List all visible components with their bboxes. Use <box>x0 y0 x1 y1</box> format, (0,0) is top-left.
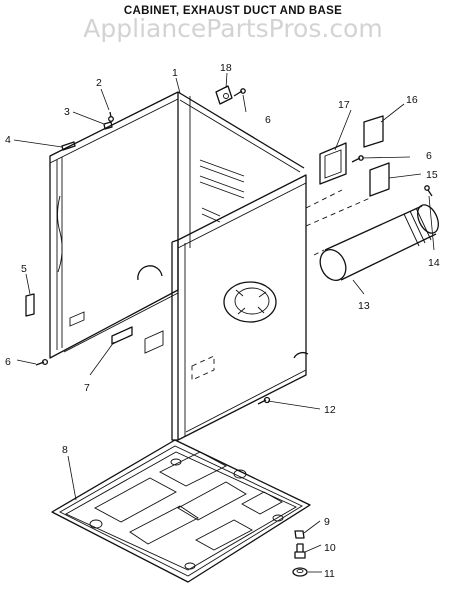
watermark: AppliancePartsPros.com <box>83 14 383 43</box>
callout-6b: 6 <box>426 150 432 162</box>
part-18-bracket <box>215 85 233 105</box>
callout-6a: 6 <box>265 114 271 126</box>
callout-16: 16 <box>406 94 418 106</box>
callout-17: 17 <box>338 99 350 111</box>
screw-6-top <box>233 88 246 97</box>
callout-10: 10 <box>324 542 336 554</box>
part-4-bracket <box>61 141 76 151</box>
screw-6-right <box>351 155 364 163</box>
screw-14 <box>424 185 433 197</box>
part-15-plate <box>369 162 390 197</box>
part-9-nut <box>294 530 305 539</box>
callout-6c: 6 <box>5 356 11 368</box>
part-3-clip <box>103 121 113 130</box>
base <box>51 439 311 583</box>
callout-18: 18 <box>220 62 232 74</box>
callout-14: 14 <box>428 257 440 269</box>
part-11-pad <box>292 567 308 577</box>
leader-lines <box>13 72 435 573</box>
callout-7: 7 <box>84 382 90 394</box>
part-17-bracket <box>319 142 347 185</box>
callout-2: 2 <box>96 77 102 89</box>
callout-4: 4 <box>5 134 11 146</box>
callout-15: 15 <box>426 169 438 181</box>
part-13-exhaust-duct <box>319 204 439 282</box>
callout-11: 11 <box>324 568 335 580</box>
callout-3: 3 <box>64 106 70 118</box>
callout-1: 1 <box>172 67 178 79</box>
callout-numbers: 1 2 3 4 5 6 6 6 7 8 9 10 11 12 13 14 15 … <box>5 62 440 580</box>
screw-6-left <box>35 358 49 366</box>
part-5-label <box>25 293 35 317</box>
screw-12 <box>257 396 271 405</box>
callout-9: 9 <box>324 516 330 528</box>
part-16-plate <box>363 115 384 148</box>
part-2-screw <box>108 111 114 122</box>
callout-13: 13 <box>358 300 370 312</box>
part-10-foot <box>294 543 306 559</box>
page-title: CABINET, EXHAUST DUCT AND BASE <box>123 5 343 17</box>
callout-12: 12 <box>324 404 336 416</box>
part-7-plate <box>111 326 133 345</box>
callout-5: 5 <box>21 263 27 275</box>
callout-8: 8 <box>62 444 68 456</box>
